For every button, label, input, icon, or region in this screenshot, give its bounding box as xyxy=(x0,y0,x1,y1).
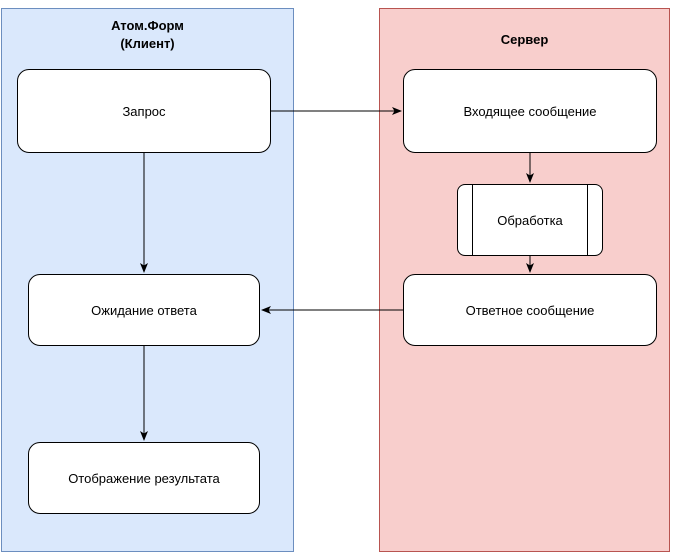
request-node-label: Запрос xyxy=(122,103,166,119)
processing-node[interactable]: Обработка xyxy=(457,184,603,256)
waiting-response-node-label: Ожидание ответа xyxy=(91,302,197,318)
response-message-node-label: Ответное сообщение xyxy=(465,302,595,318)
client-lane-title-line2: (Клиент) xyxy=(120,36,175,51)
process-right-bar xyxy=(587,185,588,255)
process-left-bar xyxy=(472,185,473,255)
processing-node-label: Обработка xyxy=(497,212,563,228)
request-node[interactable]: Запрос xyxy=(17,69,271,153)
server-lane-title: Сервер xyxy=(500,32,549,47)
response-message-node[interactable]: Ответное сообщение xyxy=(403,274,657,346)
incoming-message-node-label: Входящее сообщение xyxy=(463,103,597,119)
incoming-message-node[interactable]: Входящее сообщение xyxy=(403,69,657,153)
client-lane-title: Атом.Форм (Клиент) xyxy=(2,17,293,53)
display-result-node-label: Отображение результата xyxy=(68,470,220,486)
waiting-response-node[interactable]: Ожидание ответа xyxy=(28,274,260,346)
display-result-node[interactable]: Отображение результата xyxy=(28,442,260,514)
client-lane-title-line1: Атом.Форм xyxy=(111,18,184,33)
